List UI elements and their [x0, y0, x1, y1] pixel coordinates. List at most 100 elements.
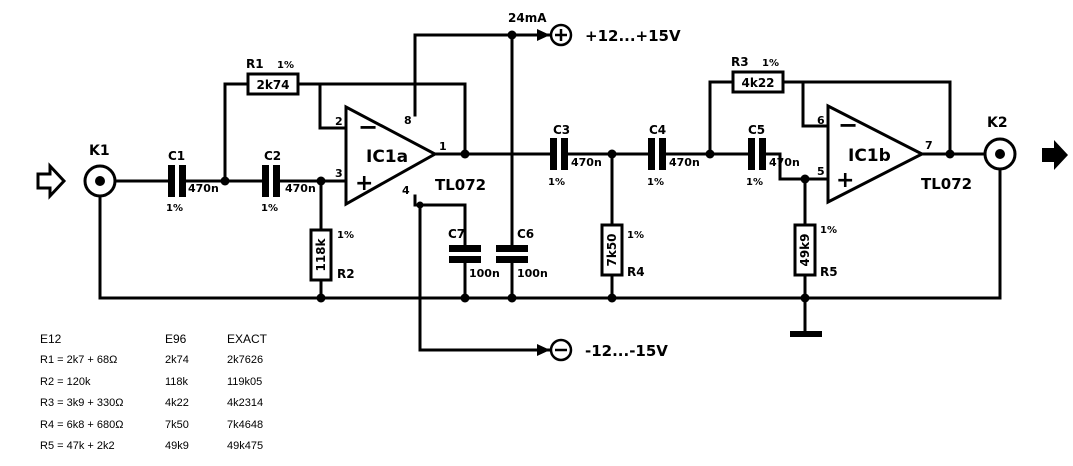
cell-exact: 2k7626: [227, 354, 264, 367]
cell-e12: R5 = 47k + 2k2: [40, 440, 115, 453]
c3-ref: C3: [553, 123, 570, 137]
c4-tol: 1%: [647, 177, 664, 188]
r2-value: 118k: [314, 237, 328, 271]
c1-value: 470n: [188, 182, 219, 195]
resistor-r2: [309, 228, 333, 282]
junction-dot: [416, 201, 424, 209]
wires: [98, 33, 1002, 352]
r1-value: 2k74: [256, 78, 289, 92]
cell-e12: R1 = 2k7 + 68Ω: [40, 354, 118, 367]
capacitor-c2: [262, 165, 280, 197]
c5-ref: C5: [748, 123, 765, 137]
table-row: R2 = 120k 118k 119k05: [40, 371, 307, 393]
header-e12: E12: [40, 331, 62, 346]
ic1a-plus: +: [355, 171, 373, 196]
cell-exact: 119k05: [227, 375, 263, 388]
wire-r1-left: [223, 82, 250, 183]
junction-dot: [507, 293, 517, 303]
c5-value: 470n: [769, 156, 800, 169]
vminus-label: -12...-15V: [585, 342, 668, 360]
cell-e96: 2k74: [165, 354, 189, 367]
opamp-ic1b: [826, 103, 926, 205]
wire-pin2-feedback: [318, 82, 348, 130]
r3-ref: R3: [731, 55, 749, 69]
r1-ref: R1: [246, 57, 264, 71]
cell-e96: 118k: [165, 375, 189, 388]
connector-k1: [83, 164, 117, 198]
resistor-r3: [731, 70, 785, 94]
c2-tol: 1%: [261, 203, 278, 214]
vplus-terminal-icon: [549, 23, 573, 47]
k1-label: K1: [89, 143, 110, 159]
r1-tol: 1%: [277, 60, 294, 71]
wire-c7-top: [413, 194, 467, 247]
cell-exact: 7k4648: [227, 418, 264, 431]
ic1b-minus: −: [838, 111, 858, 139]
r3-value: 4k22: [741, 76, 774, 90]
junction-dot: [220, 176, 230, 186]
resistor-r1: [246, 72, 300, 96]
ic1b-part: TL072: [921, 175, 972, 193]
wire-vplus: [413, 33, 552, 117]
table-header: E12 E96 EXACT: [40, 328, 307, 350]
ground-rail: [98, 162, 1002, 300]
c3-value: 470n: [571, 156, 602, 169]
output-arrow-icon: [1042, 140, 1068, 170]
c4-value: 470n: [669, 156, 700, 169]
pin-7: 7: [925, 139, 933, 152]
c7-ref: C7: [448, 227, 465, 241]
capacitor-c3: [550, 138, 568, 170]
supply-current: 24mA: [508, 11, 547, 25]
cell-e12: R3 = 3k9 + 330Ω: [40, 397, 124, 410]
ic1b-label: IC1b: [848, 146, 891, 166]
pin-1: 1: [439, 140, 447, 153]
junction-dot: [460, 293, 470, 303]
table-row: R1 = 2k7 + 68Ω 2k74 2k7626: [40, 350, 307, 372]
r2-tol: 1%: [337, 230, 354, 241]
c6-value: 100n: [517, 267, 548, 280]
pin-5: 5: [817, 165, 825, 178]
cell-e96: 49k9: [165, 440, 189, 453]
table-row: R4 = 6k8 + 680Ω 7k50 7k4648: [40, 414, 307, 436]
c2-value: 470n: [285, 182, 316, 195]
r4-value: 7k50: [605, 233, 619, 266]
k2-label: K2: [987, 115, 1008, 131]
table-row: R5 = 47k + 2k2 49k9 49k475: [40, 436, 307, 458]
junction-dot: [316, 176, 326, 186]
wire-r3-left: [708, 80, 735, 156]
junction-dot: [945, 149, 955, 159]
header-exact: EXACT: [227, 331, 268, 346]
c2-ref: C2: [264, 149, 281, 163]
pin-2: 2: [335, 115, 343, 128]
wire-vminus: [418, 203, 552, 352]
header-e96: E96: [165, 331, 187, 346]
r5-ref: R5: [820, 265, 838, 279]
r4-tol: 1%: [627, 230, 644, 241]
r3-tol: 1%: [762, 58, 779, 69]
c4-ref: C4: [649, 123, 666, 137]
junction-dot: [460, 149, 470, 159]
c5-tol: 1%: [746, 177, 763, 188]
junction-dot: [800, 293, 810, 303]
junction-dot: [316, 293, 326, 303]
resistor-r5: [793, 223, 817, 277]
vminus-terminal-icon: [549, 338, 573, 362]
capacitor-c4: [648, 138, 666, 170]
ground-icon: [790, 331, 822, 337]
c7-value: 100n: [469, 267, 500, 280]
cell-e96: 4k22: [165, 397, 189, 410]
cell-e12: R2 = 120k: [40, 375, 91, 388]
ic1b-plus: +: [836, 168, 854, 193]
r5-tol: 1%: [820, 225, 837, 236]
cell-e12: R4 = 6k8 + 680Ω: [40, 418, 124, 431]
capacitor-c6: [496, 245, 528, 263]
junction-dot: [705, 149, 715, 159]
resistor-table: E12 E96 EXACT R1 = 2k7 + 68Ω 2k74 2k7626…: [40, 328, 307, 457]
pin-4: 4: [402, 184, 410, 197]
pin-6: 6: [817, 114, 825, 127]
junction-dot: [507, 30, 517, 40]
r2-ref: R2: [337, 267, 355, 281]
pin-3: 3: [335, 167, 343, 180]
junctions: [220, 30, 955, 303]
